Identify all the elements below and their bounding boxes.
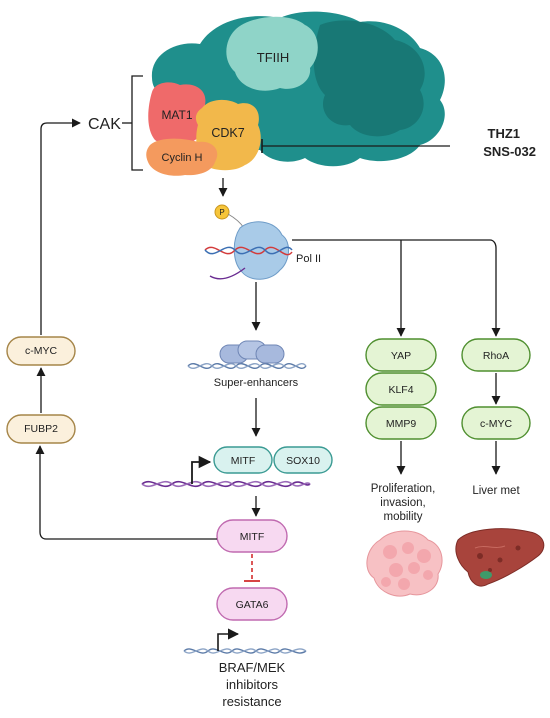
pol-ii-complex: P Pol II xyxy=(204,204,321,280)
mat1-subunit xyxy=(148,82,208,146)
yap-node: YAP xyxy=(365,338,437,372)
pol-ii-body xyxy=(233,221,289,280)
klf4-node: KLF4 xyxy=(365,372,437,406)
branch-line-right xyxy=(292,239,501,337)
cmyc-right-node: c-MYC xyxy=(461,406,531,440)
svg-text:SOX10: SOX10 xyxy=(286,455,320,467)
phospho-circle xyxy=(214,204,230,220)
resistance-line-3: resistance xyxy=(222,694,281,709)
super-enhancers-label: Super-enhancers xyxy=(214,377,299,389)
promoter-arrow xyxy=(191,455,212,484)
cak-label: CAK xyxy=(88,116,121,133)
resistance-line-2: inhibitors xyxy=(226,677,279,692)
svg-text:YAP: YAP xyxy=(391,350,411,362)
tf-dna-graphic xyxy=(141,455,311,488)
tfiih-complex: TFIIH MAT1 CDK7 Cyclin H xyxy=(146,11,445,176)
svg-text:MITF: MITF xyxy=(231,455,256,467)
rhoa-node: RhoA xyxy=(461,338,531,372)
loop-cmyc-to-cak xyxy=(40,118,81,335)
svg-text:KLF4: KLF4 xyxy=(388,384,413,396)
nucleosome-3 xyxy=(255,344,285,364)
mitf-tf-pill: MITF xyxy=(213,446,273,474)
sns032-label: SNS-032 xyxy=(483,144,536,159)
cyclin-h-subunit xyxy=(146,138,218,176)
cmyc-left-node: c-MYC xyxy=(6,336,76,366)
svg-text:c-MYC: c-MYC xyxy=(25,345,57,357)
prolif-line-3: mobility xyxy=(384,511,423,523)
tfiih-highlight xyxy=(226,16,318,91)
svg-text:MITF: MITF xyxy=(240,531,265,543)
rna-transcript xyxy=(209,267,246,280)
inhibitor-block: THZ1 SNS-032 xyxy=(261,126,536,159)
fubp2-node: FUBP2 xyxy=(6,414,76,444)
tumor-cluster-icon xyxy=(366,530,443,597)
cyclin-h-label: Cyclin H xyxy=(162,152,203,164)
resistance-line-1: BRAF/MEK xyxy=(219,660,286,675)
cak-bracket: CAK xyxy=(88,75,143,171)
svg-text:RhoA: RhoA xyxy=(483,350,509,362)
bottom-dna-graphic xyxy=(183,628,307,654)
dna-strand-blue xyxy=(204,246,293,255)
bottom-promoter-arrow xyxy=(217,628,240,651)
mat1-label: MAT1 xyxy=(161,108,192,122)
thz1-label: THZ1 xyxy=(488,126,521,141)
tfiih-label: TFIIH xyxy=(257,50,290,65)
tfiih-shade xyxy=(313,20,425,137)
mitf-node: MITF xyxy=(216,519,288,553)
sox10-tf-pill: SOX10 xyxy=(273,446,333,474)
pol-ii-label: Pol II xyxy=(296,253,321,265)
prolif-line-2: invasion, xyxy=(380,497,425,509)
prolif-line-1: Proliferation, xyxy=(371,483,436,495)
super-enhancers-graphic xyxy=(187,340,307,369)
svg-text:GATA6: GATA6 xyxy=(236,599,269,611)
cdk7-label: CDK7 xyxy=(211,126,244,140)
svg-text:c-MYC: c-MYC xyxy=(480,418,512,430)
svg-text:MMP9: MMP9 xyxy=(386,418,416,430)
liver-icon xyxy=(455,528,545,587)
svg-text:FUBP2: FUBP2 xyxy=(24,423,58,435)
phospho-label: P xyxy=(219,208,224,217)
liver-met-label: Liver met xyxy=(472,485,520,497)
gata6-node: GATA6 xyxy=(216,587,288,621)
mmp9-node: MMP9 xyxy=(365,406,437,440)
loop-mitf-to-fubp2 xyxy=(35,445,217,540)
gallbladder xyxy=(480,571,492,579)
